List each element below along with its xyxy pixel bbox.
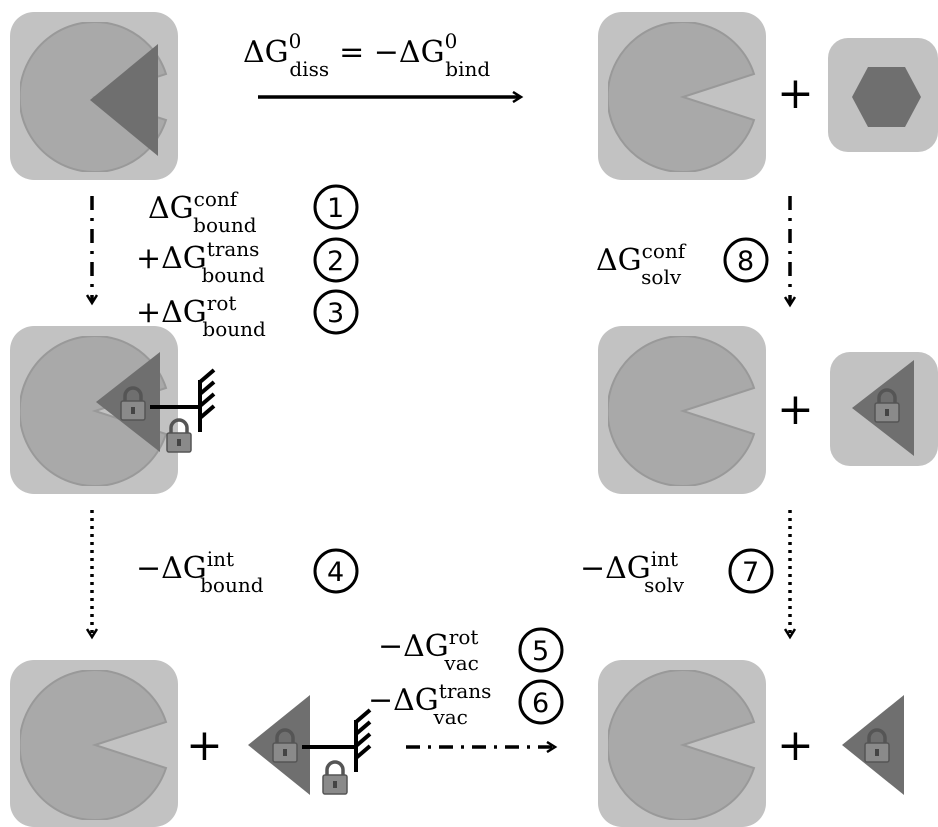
restraint-spring-icon [150,368,216,432]
separated-bottom-right: + [598,660,904,827]
lock-icon [165,418,193,454]
step-circle-6 [518,679,564,725]
separated-middle-right: + [598,326,938,494]
svg-text:2: 2 [327,246,344,277]
complex-top-left [10,12,178,180]
step-circle-4 [313,548,359,594]
step-circle-7 [728,548,774,594]
plus-sign: + [186,720,223,771]
svg-text:7: 7 [742,557,759,588]
step-circle-1 [313,184,359,230]
restraint-spring-icon [302,708,372,772]
separated-bottom-left: + [10,660,372,827]
svg-text:1: 1 [327,193,344,224]
step-circle-8 [723,237,769,283]
svg-text:3: 3 [327,298,344,329]
step-circle-3 [313,289,359,335]
lock-icon [321,760,349,796]
plus-sign: + [777,384,814,435]
step-circle-2 [313,237,359,283]
svg-text:6: 6 [532,688,549,719]
svg-text:8: 8 [737,246,754,277]
restrained-complex-middle-left [10,326,216,494]
step-circle-5 [518,627,564,673]
hexagon-ligand-icon [852,67,921,127]
triangle-ligand-icon [90,44,158,156]
svg-text:5: 5 [532,636,549,667]
svg-text:4: 4 [327,557,344,588]
plus-sign: + [777,68,814,119]
separated-top-right: + [598,12,938,180]
plus-sign: + [777,720,814,771]
